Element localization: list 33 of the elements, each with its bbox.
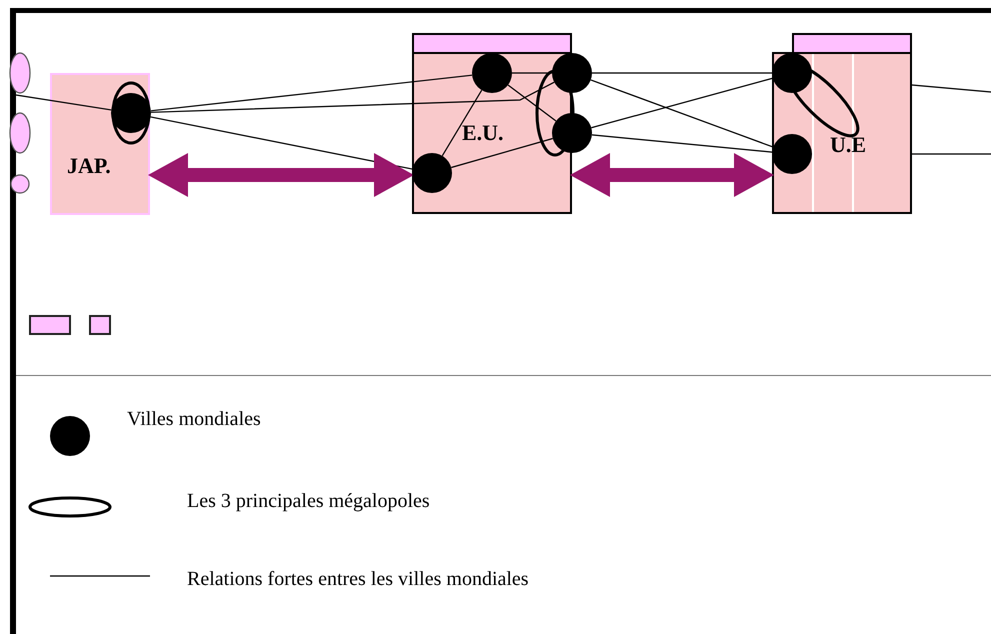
link-line <box>592 134 772 153</box>
double-arrow <box>148 153 414 197</box>
link-line <box>590 79 774 148</box>
link-line <box>150 116 412 170</box>
link-line <box>508 84 556 122</box>
region-box <box>412 52 572 214</box>
link-line <box>912 84 991 93</box>
city-dot <box>552 53 592 93</box>
region-label: JAP. <box>67 153 111 179</box>
city-dot <box>412 153 452 193</box>
region-label: E.U. <box>462 120 504 146</box>
city-dot <box>772 134 812 174</box>
legend-text: Relations fortes entres les villes mondiales <box>187 568 529 591</box>
region-box <box>772 52 912 214</box>
double-arrow <box>570 153 774 197</box>
link-line <box>512 72 552 74</box>
link-line <box>592 72 772 74</box>
legend-text: Villes mondiales <box>127 408 261 431</box>
link-line <box>16 94 112 110</box>
region-label: U.E <box>830 132 866 158</box>
link-line <box>442 90 482 156</box>
link-line <box>591 78 773 128</box>
city-dot <box>111 93 151 133</box>
city-dot <box>552 113 592 153</box>
link-line <box>571 93 573 113</box>
region-box <box>50 73 150 215</box>
link-line <box>912 153 991 155</box>
city-dot <box>472 53 512 93</box>
link-line <box>451 138 553 168</box>
city-dot <box>772 53 812 93</box>
link-line <box>150 82 555 113</box>
link-line <box>150 74 472 112</box>
legend-text: Les 3 principales mégalopoles <box>187 490 430 513</box>
